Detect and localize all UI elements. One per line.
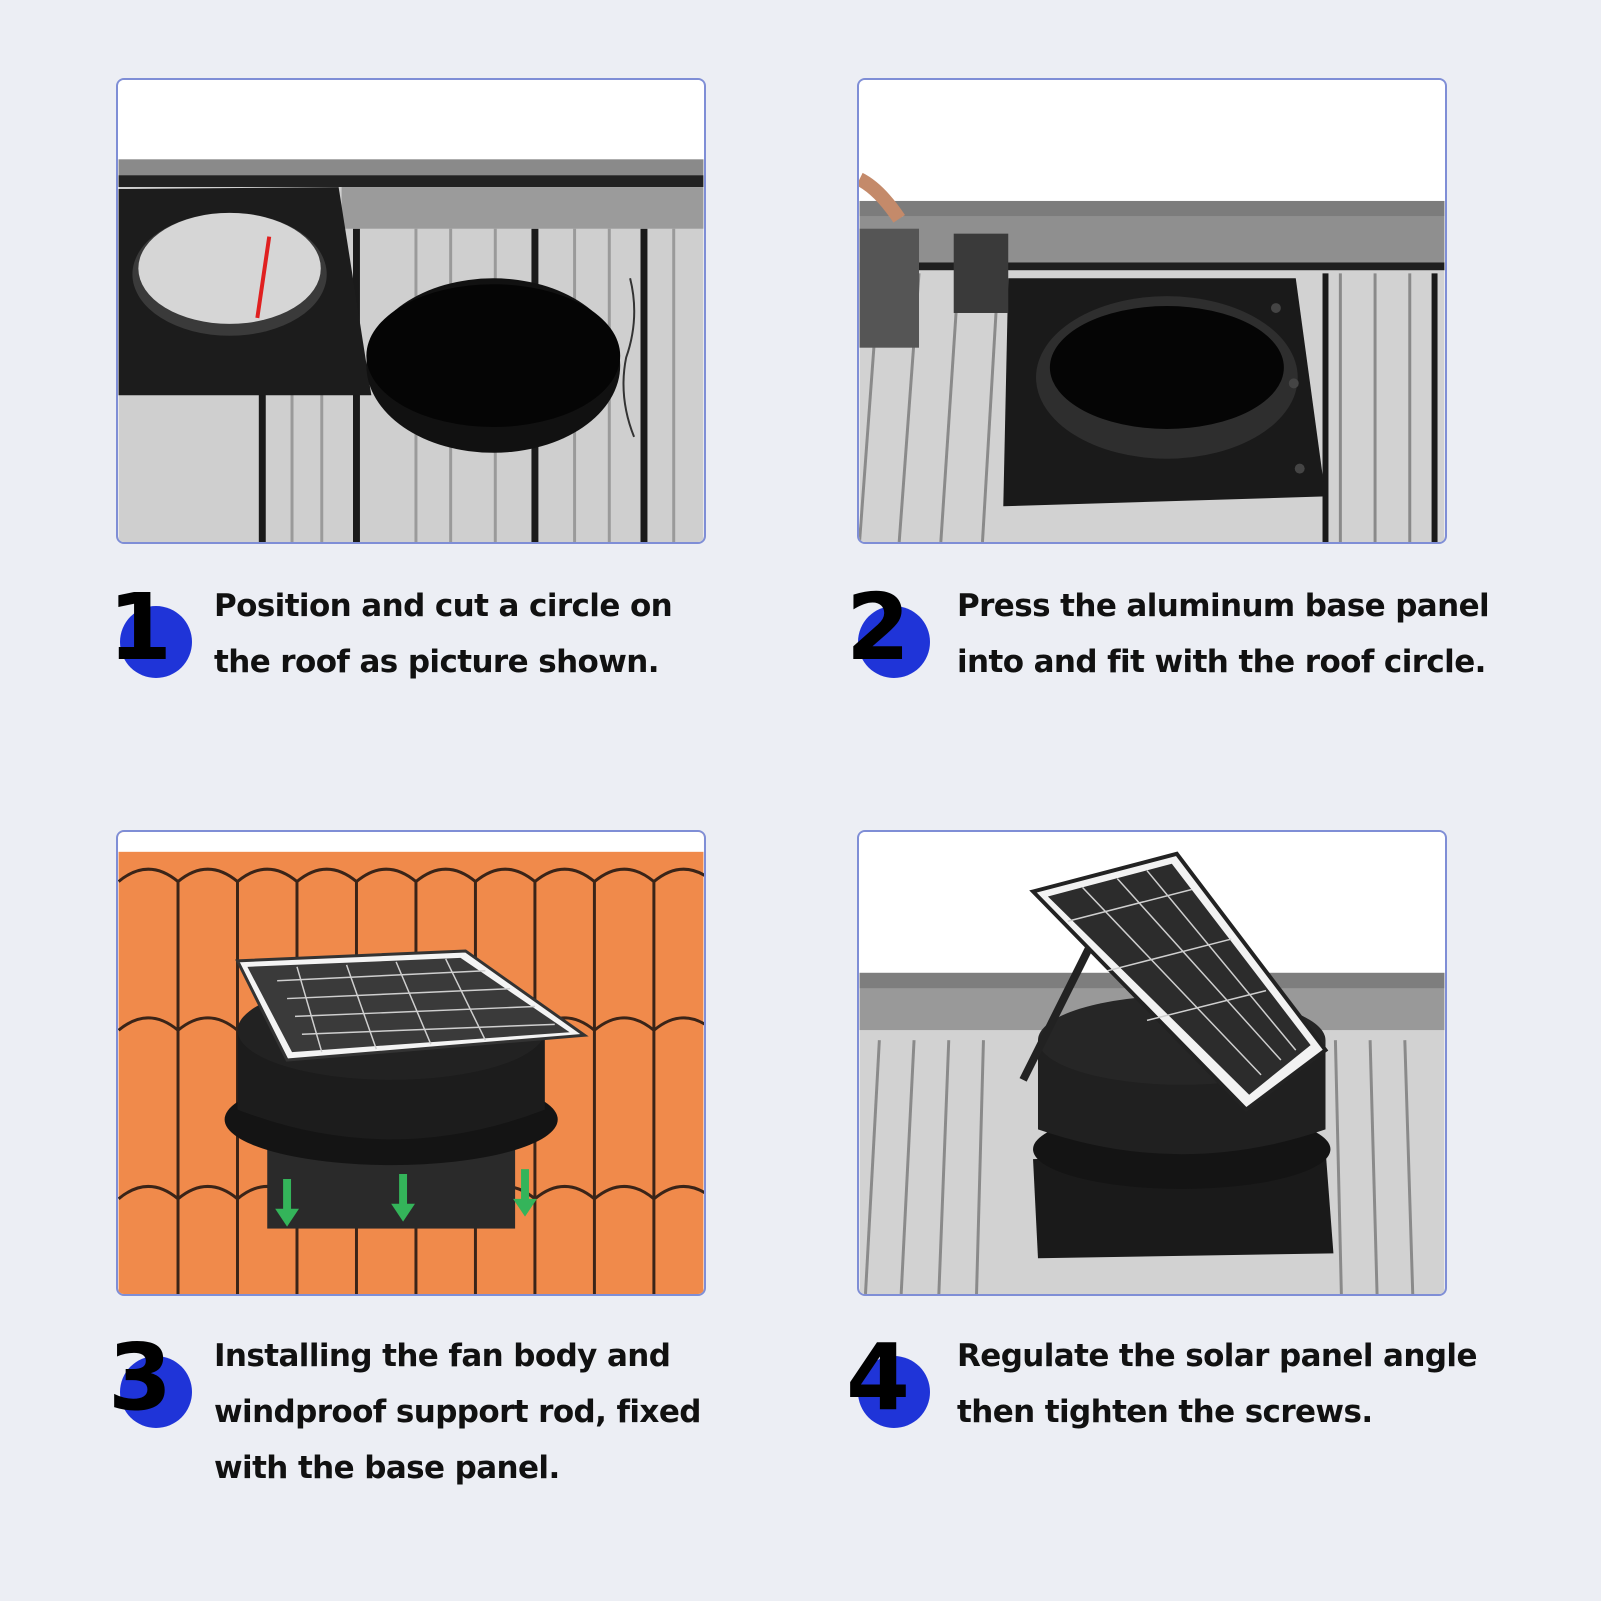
step-2-number-badge: 2 (846, 582, 952, 688)
step-2-caption: Press the aluminum base panel into and f… (957, 578, 1597, 690)
caption-line: Installing the fan body and (214, 1338, 671, 1374)
blue-dot (858, 1356, 930, 1428)
step-1-caption: Position and cut a circle on the roof as… (214, 578, 854, 690)
step-1-number-badge: 1 (108, 582, 214, 688)
caption-line: Position and cut a circle on (214, 588, 673, 624)
caption-line: with the base panel. (214, 1450, 560, 1486)
blue-dot (120, 606, 192, 678)
caption-line: then tighten the screws. (957, 1394, 1373, 1430)
step-1-illustration (116, 78, 706, 544)
solar-panel-angle-illustration (859, 832, 1445, 1294)
tile-roof-fan-illustration (118, 832, 704, 1294)
step-number: 1 (108, 574, 172, 681)
step-4-number-badge: 4 (846, 1332, 952, 1438)
roof-cut-illustration (118, 80, 704, 542)
step-number: 2 (846, 574, 910, 681)
step-number: 4 (846, 1324, 910, 1431)
blue-dot (858, 606, 930, 678)
step-3-illustration (116, 830, 706, 1296)
caption-line: into and fit with the roof circle. (957, 644, 1486, 680)
step-number: 3 (108, 1324, 172, 1431)
caption-line: the roof as picture shown. (214, 644, 660, 680)
step-2-illustration (857, 78, 1447, 544)
caption-line: Press the aluminum base panel (957, 588, 1490, 624)
step-4-illustration (857, 830, 1447, 1296)
caption-line: windproof support rod, fixed (214, 1394, 701, 1430)
step-4-caption: Regulate the solar panel angle then tigh… (957, 1328, 1597, 1440)
base-panel-illustration (859, 80, 1445, 542)
step-3-number-badge: 3 (108, 1332, 214, 1438)
caption-line: Regulate the solar panel angle (957, 1338, 1477, 1374)
step-3-caption: Installing the fan body and windproof su… (214, 1328, 854, 1496)
blue-dot (120, 1356, 192, 1428)
